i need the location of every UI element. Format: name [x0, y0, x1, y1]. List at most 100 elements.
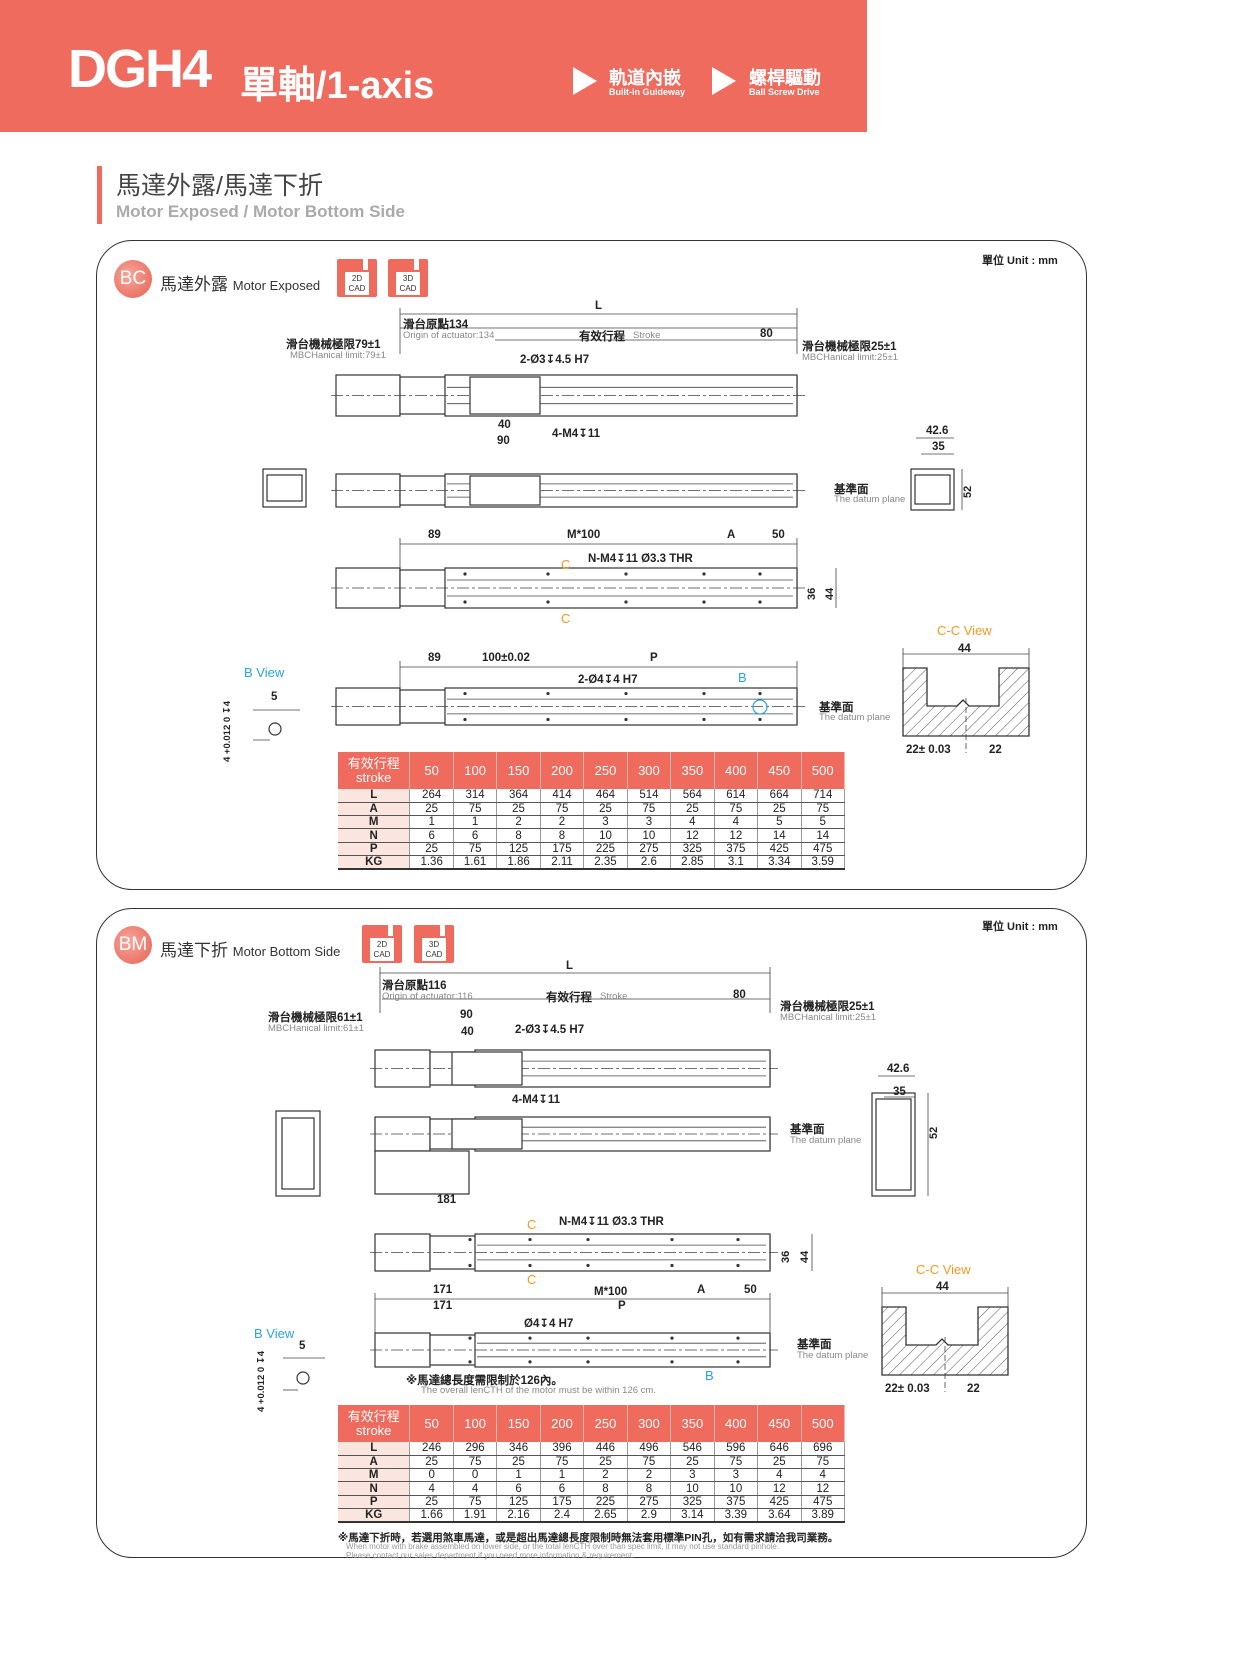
model-title: DGH4: [68, 39, 212, 99]
table-cell: 2.16: [496, 1508, 541, 1523]
table-cell: 0: [409, 1468, 454, 1483]
table-cell: 464: [583, 789, 628, 803]
mount-hole: [546, 691, 550, 696]
dim-label: 44: [958, 643, 971, 655]
dim-label: A: [727, 529, 736, 541]
table-cell: 10: [670, 1481, 715, 1496]
dim-label: 5: [271, 691, 278, 703]
table-cell: 1: [496, 1468, 541, 1483]
mount-hole: [528, 1237, 532, 1242]
mount-hole: [528, 1336, 532, 1340]
table-cell: 3.89: [801, 1508, 845, 1523]
dim-label: 滑台原點134: [403, 319, 469, 331]
section-accent-bar: [97, 166, 102, 224]
table-cell: 1: [540, 1468, 585, 1483]
dim-label: Origin of actuator:134: [403, 330, 495, 341]
stroke-column-header: 200: [540, 752, 585, 789]
mount-hole: [670, 1336, 674, 1340]
dim-label: 44: [936, 1281, 949, 1293]
table-cell: 12: [801, 1481, 845, 1496]
dim-label: N-M4↧11 Ø3.3 THR: [588, 553, 693, 565]
feature-guideway: 軌道內嵌: [609, 68, 681, 88]
table-cell: 425: [757, 1495, 802, 1509]
mount-hole: [670, 1237, 674, 1242]
table-cell: 314: [453, 789, 498, 803]
dim-label: 22± 0.03: [885, 1383, 930, 1395]
table-cell: 75: [627, 1455, 672, 1470]
dim-label: 100±0.02: [482, 652, 530, 664]
table-cell: 3.14: [670, 1508, 715, 1523]
row-header: P: [338, 1495, 411, 1509]
table-cell: 175: [540, 842, 585, 856]
table-cell: 75: [453, 1455, 498, 1470]
mount-hole: [758, 600, 762, 604]
table-cell: 10: [714, 1481, 759, 1496]
feature-ballscrew: 螺桿驅動: [749, 68, 821, 88]
b-view-title: B View: [254, 1326, 295, 1341]
table-cell: 3: [670, 1468, 715, 1483]
table-cell: 6: [496, 1481, 541, 1496]
table-cell: 5: [757, 815, 802, 830]
table-cell: 12: [714, 828, 759, 843]
mount-hole: [624, 717, 628, 722]
dim-label: The datum plane: [834, 494, 906, 505]
row-header: N: [338, 1481, 411, 1496]
stroke-column-header: 450: [757, 1405, 802, 1442]
table-cell: 6: [453, 828, 498, 843]
left-end-view-detail: [281, 1117, 315, 1190]
folded-motor: [374, 1150, 470, 1195]
b-view-pin-hole: [268, 722, 282, 736]
dim-label: MBCHanical limit:25±1: [802, 352, 899, 363]
table-cell: 225: [583, 842, 628, 856]
table-cell: 475: [801, 1495, 845, 1509]
stroke-column-header: 300: [627, 1405, 672, 1442]
feature-guideway-en: Built-in Guideway: [609, 87, 686, 97]
table-cell: 25: [409, 802, 454, 817]
dim-label: 52: [928, 1126, 940, 1139]
table-cell: 564: [670, 789, 715, 803]
table-cell: 246: [409, 1442, 454, 1456]
dim-label: 基準面: [790, 1124, 825, 1136]
table-cell: 2: [583, 1468, 628, 1483]
table-cell: 1: [409, 815, 454, 830]
table-cell: 3: [627, 815, 672, 830]
section-marker-c: C: [527, 1272, 537, 1287]
stroke-column-header: 250: [583, 1405, 628, 1442]
table-cell: 2.85: [670, 855, 715, 870]
dim-label: 50: [744, 1284, 757, 1296]
stroke-column-header: 400: [714, 752, 759, 789]
dim-label: The datum plane: [819, 712, 891, 723]
table-cell: 614: [714, 789, 759, 803]
table-cell: 8: [583, 1481, 628, 1496]
header-zh: 有效行程: [347, 755, 400, 771]
dim-label: 2-Ø4↧4 H7: [578, 674, 638, 686]
motor-length-note-en: The overall lenCTH of the motor must be …: [421, 1385, 656, 1396]
dim-label: 80: [733, 989, 746, 1001]
stroke-column-header: 350: [670, 1405, 715, 1442]
mount-hole: [736, 1263, 740, 1268]
dim-label: 44: [799, 1250, 811, 1263]
table-cell: 264: [409, 789, 454, 803]
dim-label: 36: [806, 587, 818, 600]
row-header: M: [338, 815, 411, 830]
dim-label: 2-Ø3↧4.5 H7: [515, 1024, 585, 1036]
dim-label: 2-Ø3↧4.5 H7: [520, 354, 590, 366]
carriage: [469, 475, 541, 506]
dim-label: A: [697, 1284, 706, 1296]
dim-label: L: [566, 960, 574, 972]
header-en: stroke: [356, 1422, 392, 1438]
dim-label: 181: [437, 1194, 457, 1206]
table-cell: 10: [627, 828, 672, 843]
row-header: N: [338, 828, 411, 843]
table-cell: 75: [453, 1495, 498, 1509]
